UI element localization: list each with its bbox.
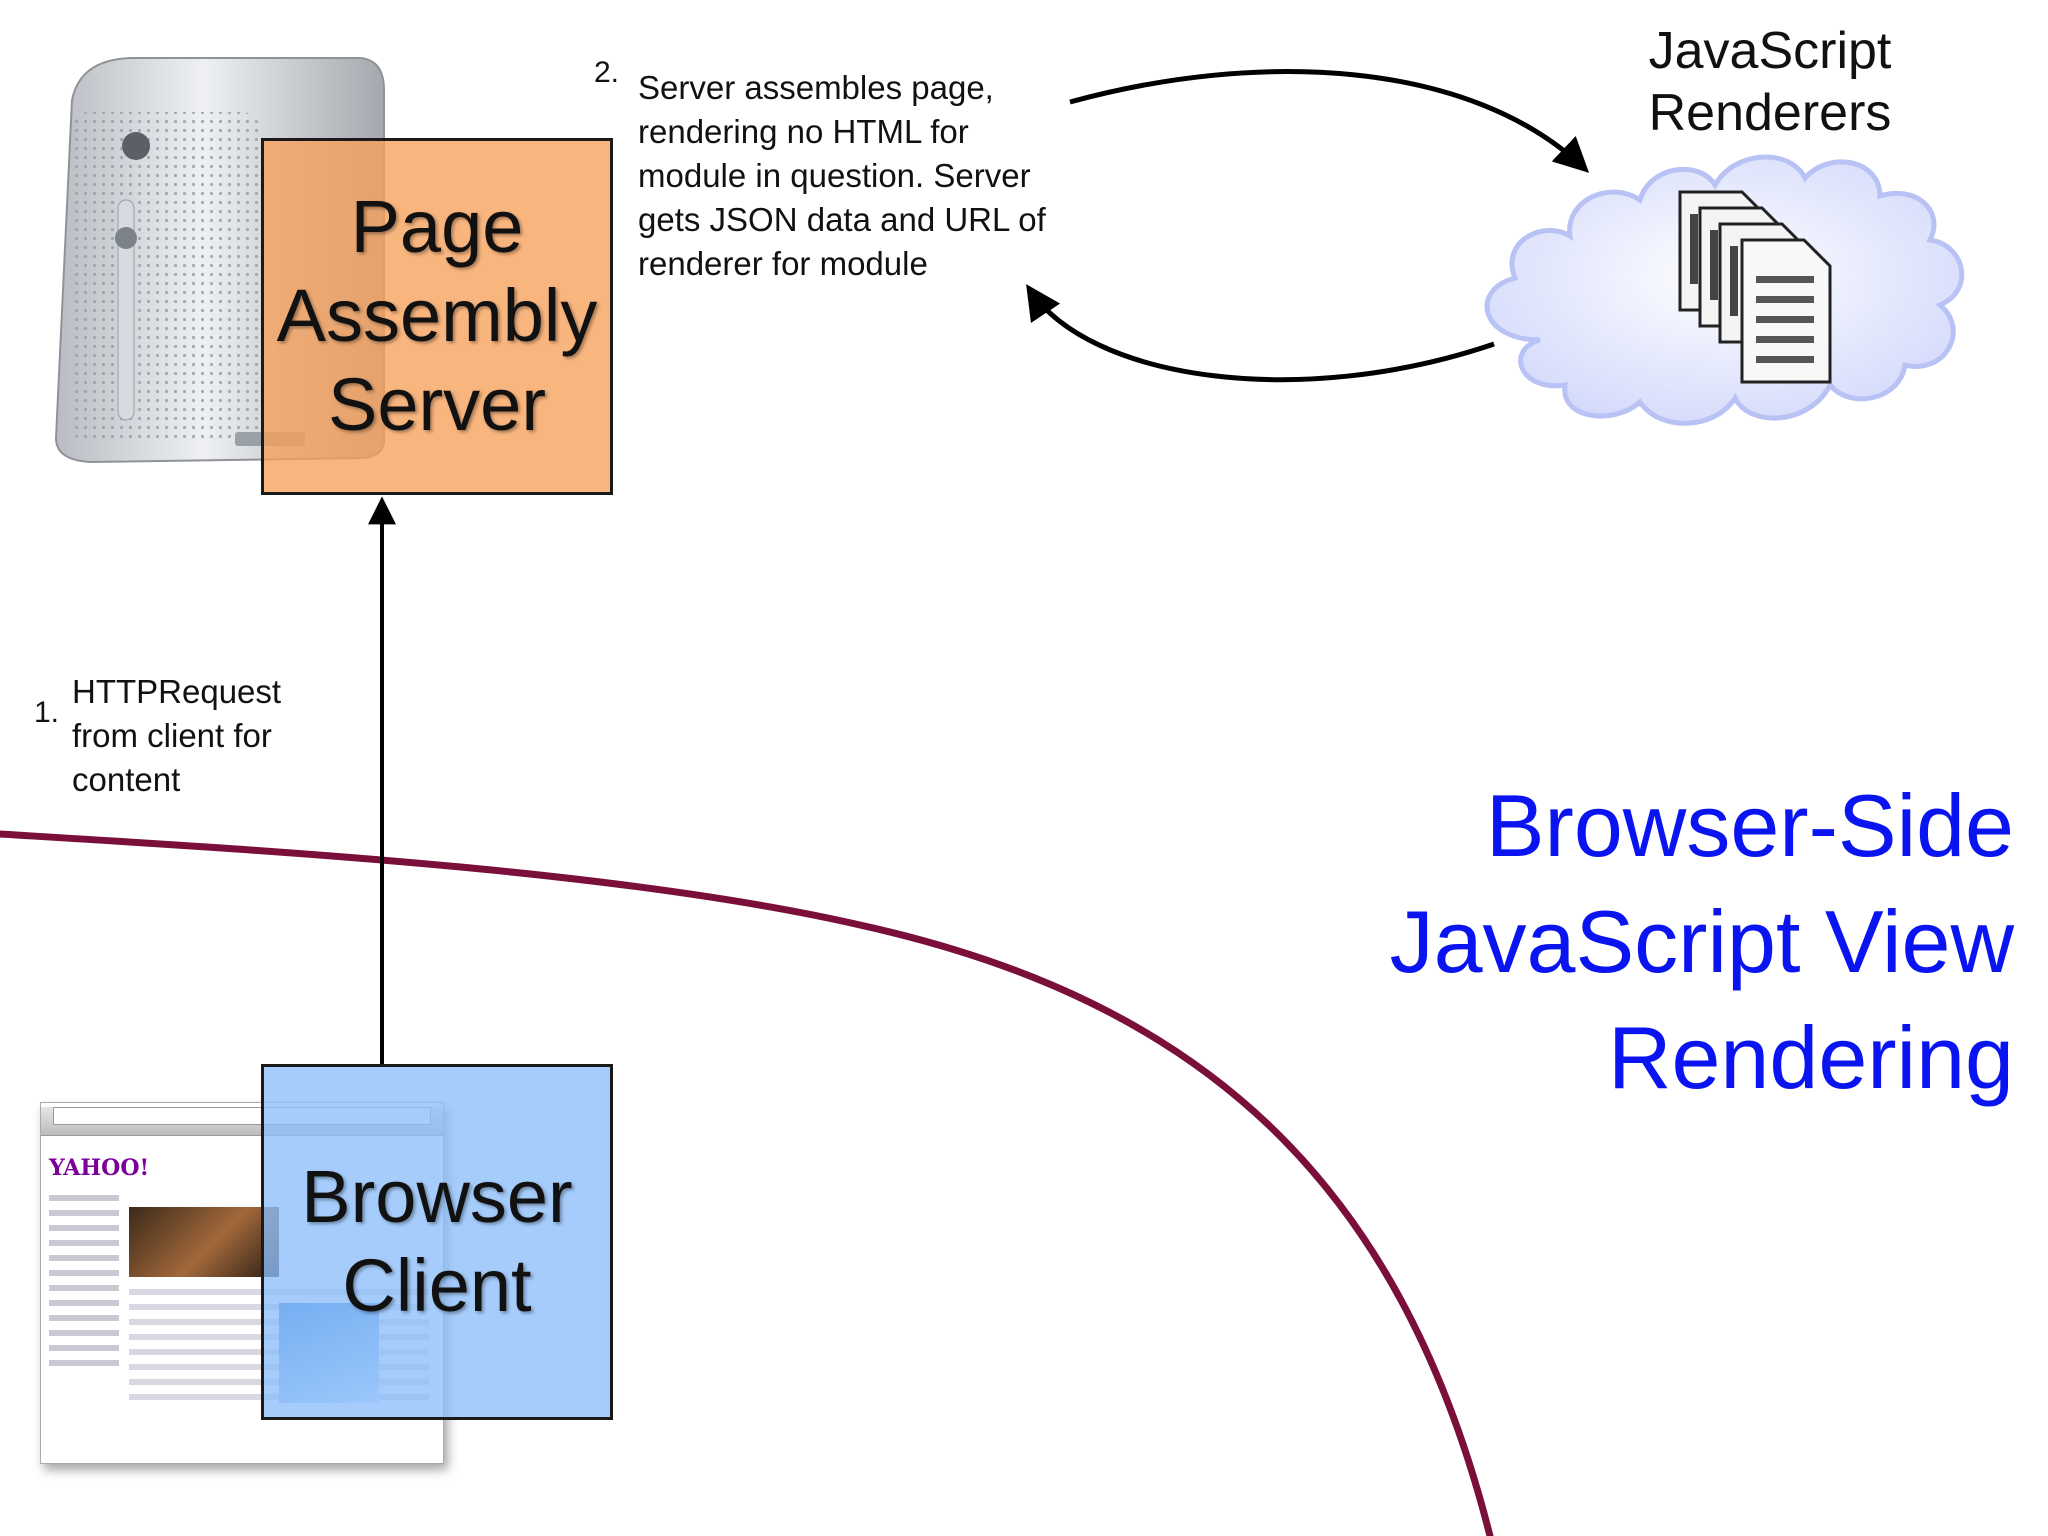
page-assembly-server-box: Page Assembly Server (261, 138, 613, 495)
step-2-text: Server assembles page, rendering no HTML… (638, 69, 1046, 282)
fetch-renderer-arrow (1069, 69, 1590, 173)
return-renderer-arrow (1026, 284, 1495, 383)
browser-client-label: Browser Client (301, 1155, 573, 1327)
step-1-text: HTTPRequest from client for content (72, 673, 282, 798)
browser-site-logo: YAHOO! (49, 1155, 150, 1181)
javascript-renderers-label: JavaScript Renderers (1648, 22, 1892, 142)
browser-sidebar (49, 1195, 119, 1375)
step-2-number: 2. (594, 56, 620, 89)
documents-icon (1678, 190, 1832, 384)
divider-curve (0, 830, 1494, 1536)
browser-featured-photo (129, 1207, 279, 1277)
step-1-number: 1. (34, 696, 60, 729)
page-assembly-server-label: Page Assembly Server (276, 185, 598, 446)
browser-client-box: Browser Client (261, 1064, 613, 1420)
slide-title: Browser-Side JavaScript View Rendering (1389, 776, 2014, 1107)
